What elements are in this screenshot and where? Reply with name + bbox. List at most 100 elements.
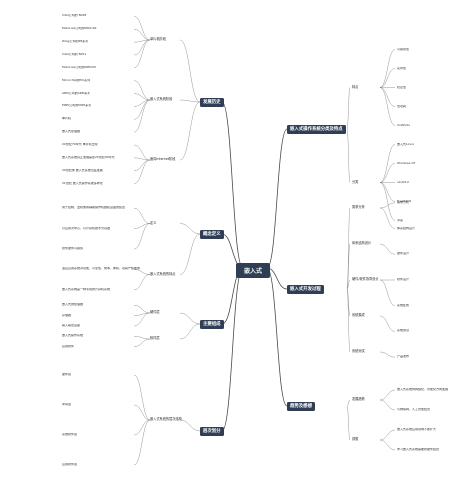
leaf-node: Microchip的PIC系列 — [62, 78, 91, 82]
leaf-node: 单片机 — [62, 117, 72, 121]
sub-topic: 嵌入式系统阶段 — [150, 97, 173, 101]
connector-line — [346, 279, 351, 290]
connector-line — [133, 274, 151, 290]
connector-line — [379, 207, 396, 229]
connector-line — [133, 312, 151, 316]
leaf-node: 产品发布 — [397, 355, 410, 359]
connector-line — [133, 336, 151, 340]
leaf-node: 需求分析 — [397, 200, 410, 204]
sub-topic: 嵌入式系统的层次结构 — [150, 417, 182, 421]
sub-topic: 硬件层 — [150, 310, 160, 314]
connector-line — [133, 159, 151, 171]
topic-dev-process: 嵌入式开发过程 — [287, 285, 324, 294]
connector-line — [179, 223, 201, 235]
sub-topic: 定义 — [150, 220, 157, 225]
connector-line — [379, 315, 396, 332]
connector-line — [133, 159, 151, 184]
connector-line — [133, 223, 151, 250]
leaf-node: VxWorks — [397, 123, 410, 127]
connector-line — [133, 39, 151, 69]
leaf-node: 适应应用系统对功能、可靠性、成本、体积、功耗严格要求的专用计算机系统 — [62, 267, 140, 271]
leaf-node: 嵌入式系统向网络化、智能化方向发展 — [397, 388, 449, 391]
sub-topic: 特点 — [352, 84, 359, 89]
connector-line — [133, 157, 151, 161]
leaf-node: 嵌入式处理器 — [62, 130, 81, 134]
connector-line — [346, 288, 351, 353]
sub-topic: 面向Internet阶段 — [150, 157, 176, 161]
connector-line — [133, 80, 151, 101]
connector-line — [179, 323, 201, 340]
connector-line — [133, 29, 151, 41]
leaf-node: 20世纪末 嵌入式系统迅猛发展 — [62, 168, 103, 172]
connector-line — [379, 182, 396, 221]
connector-line — [179, 101, 201, 161]
connector-line — [133, 312, 151, 327]
leaf-node: 体系结构设计 — [397, 226, 416, 230]
sub-topic: 分类 — [352, 179, 359, 184]
leaf-node: 20世纪70年代 单片机出现 — [62, 143, 98, 146]
connector-line — [179, 312, 201, 325]
leaf-node: Motorola公司的68HC05 — [62, 65, 97, 69]
sub-topic: 系统集成 — [352, 313, 365, 317]
connector-line — [379, 144, 396, 183]
connector-line — [133, 404, 151, 421]
connector-line — [133, 223, 151, 229]
leaf-node: 稳定性 — [397, 85, 407, 89]
connector-line — [179, 99, 201, 103]
connector-line — [133, 16, 151, 41]
connector-line — [221, 267, 244, 432]
leaf-node: Motorola公司的6801/02 — [62, 27, 97, 31]
connector-line — [133, 305, 151, 314]
leaf-node: 实时性 — [397, 66, 407, 70]
connector-line — [379, 439, 396, 451]
topic-trends: 趋势及感想 — [287, 402, 315, 411]
connector-line — [133, 99, 151, 133]
connector-line — [379, 243, 396, 255]
leaf-node: 与物联网、人工智能结合 — [397, 408, 431, 411]
connector-line — [133, 39, 151, 56]
leaf-node: 学习嵌入式系统需要软硬件结合 — [397, 448, 440, 451]
connector-line — [266, 128, 288, 269]
leaf-node: MIPS公司的MIPS系列 — [62, 104, 92, 108]
connector-line — [346, 288, 351, 317]
leaf-node: 用于控制、监视或者辅助操作机器和设备的装置 — [62, 206, 126, 210]
leaf-node: 嵌入式Linux — [397, 142, 415, 146]
sub-topic: 软件层 — [150, 336, 160, 340]
connector-line — [346, 128, 351, 183]
connector-line — [133, 374, 151, 421]
connector-line — [133, 419, 151, 466]
connector-line — [379, 182, 396, 202]
leaf-node: 应用软件 — [62, 344, 75, 348]
sub-topic: 发展趋势 — [352, 397, 365, 401]
sub-topic: 嵌入式系统的特点 — [150, 271, 176, 276]
leaf-node: 硬件设计 — [397, 252, 410, 256]
leaf-node: 嵌入式操作系统 — [62, 334, 84, 338]
connector-line — [379, 68, 396, 88]
connector-line — [346, 399, 351, 407]
leaf-node: Intel公司的 8048 — [62, 14, 87, 18]
connector-line — [133, 39, 151, 43]
sub-topic: 硬件/软件协同设计 — [352, 277, 379, 281]
leaf-node: Windows CE — [397, 161, 416, 165]
connector-line — [379, 87, 396, 107]
leaf-node: 嵌入式系统真正发展是在20世纪90年代 — [62, 155, 115, 159]
central-topic: 嵌入式 — [236, 263, 271, 278]
topic-os: 嵌入式操作系统分类及特点 — [287, 125, 346, 134]
connector-line — [379, 389, 396, 401]
leaf-node: 可裁剪性 — [397, 47, 410, 51]
leaf-node: 嵌入式微处理器 — [62, 303, 84, 307]
topic-classification: 层次划分 — [200, 427, 224, 436]
connector-line — [133, 144, 151, 161]
leaf-node: 系统集成 — [397, 303, 410, 307]
leaf-node: 嵌入式系统是一种专用的计算机系统 — [62, 287, 111, 291]
connector-line — [133, 338, 151, 347]
connector-line — [379, 399, 396, 411]
connector-line — [346, 243, 351, 290]
leaf-node: 软件设计 — [397, 278, 410, 281]
leaf-node: uC/OS-II — [397, 180, 410, 184]
connector-line — [379, 351, 396, 358]
connector-line — [346, 405, 351, 441]
sub-topic: 需求分析 — [352, 205, 365, 209]
leaf-node: 系统软件层 — [62, 433, 78, 436]
